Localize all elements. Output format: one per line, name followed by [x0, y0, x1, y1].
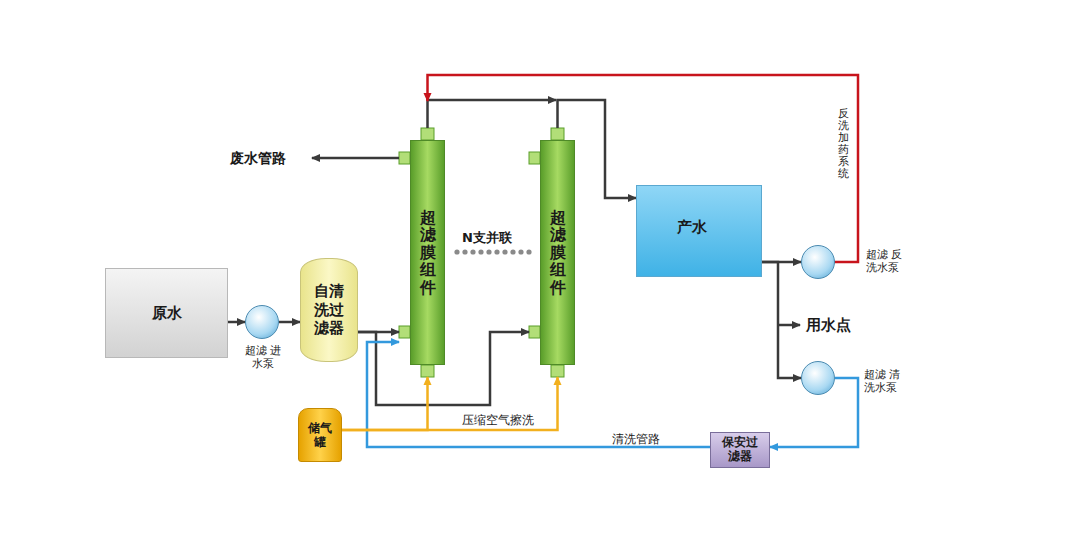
security-filter: 保安过滤器	[710, 432, 770, 468]
node-label: 保安过滤器	[720, 436, 760, 464]
use-point-label: 用水点	[806, 316, 851, 335]
feed-pump: 超滤 进水泵	[245, 305, 279, 339]
product-water-tank: 产水	[636, 185, 762, 277]
air-scrub-label: 压缩空气擦洗	[462, 412, 534, 429]
waste-pipe	[312, 157, 399, 160]
uf-module: 超滤膜组件	[410, 140, 445, 365]
raw-water-tank: 原水	[105, 268, 228, 358]
pipe-connector	[428, 100, 557, 128]
parallel-dot	[526, 249, 531, 254]
uf-module: 超滤膜组件	[540, 140, 575, 365]
parallel-dot	[454, 249, 459, 254]
parallel-dot	[510, 249, 515, 254]
pipe-connector	[342, 377, 558, 430]
node-label: 超滤膜组件	[550, 209, 566, 297]
node-label: 储气罐	[307, 421, 333, 450]
parallel-label: N支并联	[462, 229, 512, 247]
node-label: 自清洗过滤器	[312, 282, 346, 338]
backwash-pump: 超滤 反洗水泵	[801, 245, 835, 279]
node-label: 超滤膜组件	[420, 209, 436, 297]
node-label: 超滤 清洗水泵	[864, 368, 908, 394]
air-tank: 储气罐	[298, 408, 342, 462]
cleaning-pipe-label: 清洗管路	[612, 431, 660, 448]
use-point-pipe	[778, 324, 800, 327]
node-label: 超滤 反洗水泵	[866, 248, 910, 274]
parallel-dot	[478, 249, 483, 254]
parallel-dot	[502, 249, 507, 254]
self-cleaning-filter: 自清洗过滤器	[300, 258, 358, 362]
dosing-label: 反洗加药系统	[838, 108, 849, 181]
pipe-connector	[228, 321, 245, 324]
pipe-connector	[342, 377, 428, 430]
waste-pipe-label: 废水管路	[230, 150, 286, 168]
parallel-dot	[462, 249, 467, 254]
parallel-dot	[518, 249, 523, 254]
cleaning-pump: 超滤 清洗水泵	[801, 361, 835, 395]
node-label: 产水	[677, 218, 707, 237]
parallel-dot	[486, 249, 491, 254]
parallel-dot	[494, 249, 499, 254]
node-label: 超滤 进水泵	[241, 344, 285, 370]
pipe-connector	[762, 262, 801, 378]
parallel-dots	[454, 249, 531, 254]
node-label: 原水	[152, 304, 182, 323]
parallel-dot	[470, 249, 475, 254]
pipe-connector	[279, 321, 300, 324]
